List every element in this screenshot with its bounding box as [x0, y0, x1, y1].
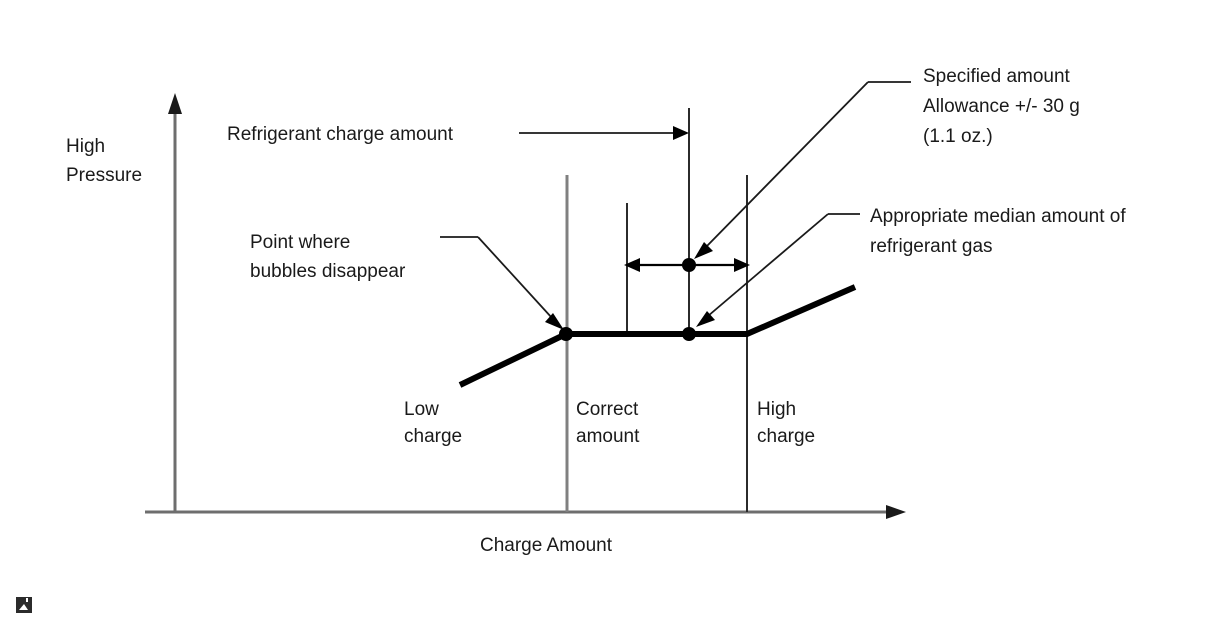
bubbles-label-line1: Point where — [250, 232, 350, 253]
specified-amount-label-line1: Specified amount — [923, 66, 1071, 87]
median-amount-leader-diagonal — [707, 213, 829, 317]
specified-amount-annotation: Specified amount Allowance +/- 30 g (1.1… — [694, 66, 1080, 259]
guide-lines — [565, 108, 748, 512]
broken-image-icon-notch — [26, 598, 28, 602]
zone-label-low-charge: Low charge — [404, 399, 462, 447]
median-amount-label-line2: refrigerant gas — [870, 236, 993, 257]
median-amount-label-line1: Appropriate median amount of — [870, 206, 1126, 227]
axis-group — [145, 93, 906, 519]
high-charge-label-line2: charge — [757, 426, 815, 447]
specified-amount-leader-diagonal — [705, 81, 869, 248]
specified-amount-label-line3: (1.1 oz.) — [923, 126, 993, 147]
bubbles-label-line2: bubbles disappear — [250, 261, 406, 282]
correct-amount-label-line1: Correct — [576, 399, 639, 420]
zone-label-correct-amount: Correct amount — [576, 399, 640, 447]
refrigerant-charge-amount-annotation: Refrigerant charge amount — [227, 124, 689, 145]
bubbles-disappear-annotation: Point where bubbles disappear — [250, 232, 564, 330]
high-pressure-curve — [458, 284, 857, 388]
tolerance-arrowhead-right — [734, 258, 750, 272]
specified-amount-arrowhead — [694, 242, 713, 259]
bubbles-disappear-point — [559, 327, 573, 341]
median-amount-arrowhead — [696, 311, 715, 327]
bubbles-arrowhead — [545, 313, 564, 330]
broken-image-icon — [16, 597, 32, 613]
refrigerant-charge-amount-label: Refrigerant charge amount — [227, 124, 454, 145]
tolerance-arrowhead-left — [624, 258, 640, 272]
correct-amount-label-line2: amount — [576, 426, 640, 447]
specified-amount-label-line2: Allowance +/- 30 g — [923, 96, 1080, 117]
high-charge-label-line1: High — [757, 399, 796, 420]
specified-amount-point — [682, 258, 696, 272]
y-axis-arrowhead — [168, 93, 182, 114]
refrigerant-charge-arrowhead — [673, 126, 689, 140]
broken-image-icon-glyph — [19, 604, 28, 610]
median-refrigerant-point — [682, 327, 696, 341]
median-amount-annotation: Appropriate median amount of refrigerant… — [696, 206, 1126, 327]
x-axis-label: Charge Amount — [480, 535, 613, 556]
x-axis-arrowhead — [886, 505, 906, 519]
y-axis-label-line2: Pressure — [66, 165, 142, 186]
y-axis-label-line1: High — [66, 136, 105, 157]
zone-label-high-charge: High charge — [757, 399, 815, 447]
bubbles-leader-diagonal — [477, 236, 553, 319]
low-charge-label-line2: charge — [404, 426, 462, 447]
low-charge-label-line1: Low — [404, 399, 439, 420]
